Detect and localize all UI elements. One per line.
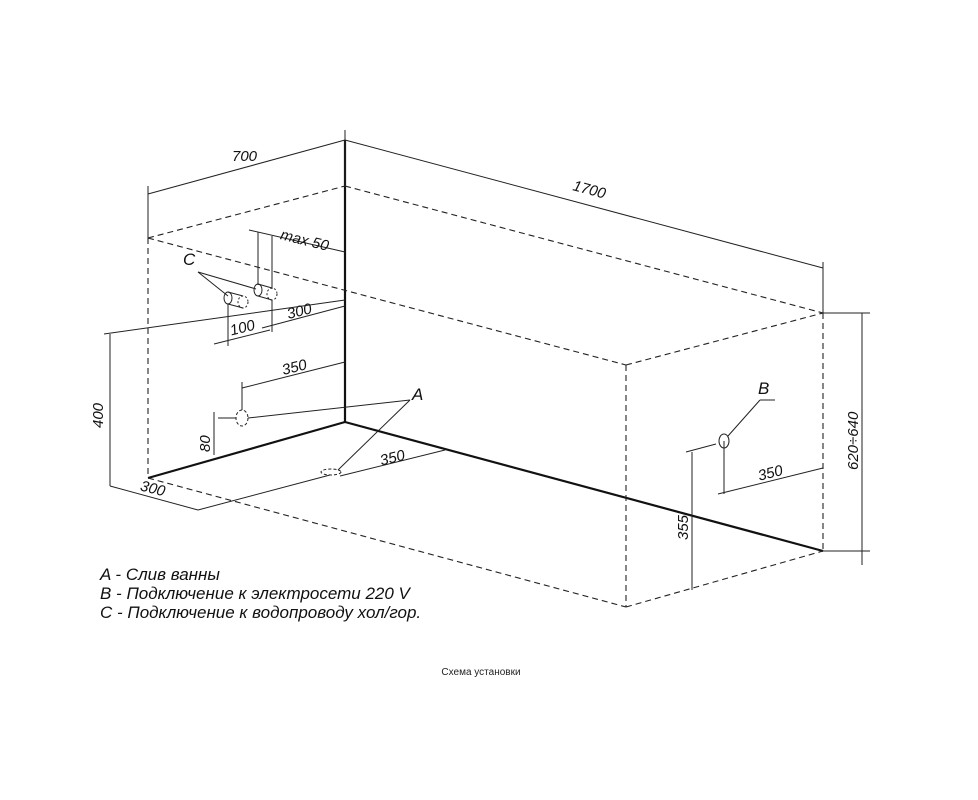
marker-a: A bbox=[411, 385, 423, 404]
dim-drain80-label: 80 bbox=[197, 435, 214, 452]
bathtub-outline bbox=[147, 185, 824, 608]
dim-total-height-label: 620÷640 bbox=[845, 411, 862, 470]
dim-width-label: 700 bbox=[232, 148, 258, 165]
marker-c: C bbox=[183, 250, 196, 269]
floor-drain-icon bbox=[320, 468, 342, 476]
water-pipes: max 50 300 100 C bbox=[183, 226, 346, 346]
dim-socket355-label: 355 bbox=[675, 514, 692, 540]
dim-socket350-label: 350 bbox=[756, 462, 785, 485]
legend-item-a: A - Слив ванны bbox=[100, 565, 220, 584]
drain: 350 400 80 300 350 A bbox=[90, 299, 446, 511]
dim-pipe300-label: 300 bbox=[285, 300, 314, 323]
top-dimensions: 700 1700 bbox=[147, 130, 824, 313]
legend-item-b: B - Подключение к электросети 220 V bbox=[100, 584, 410, 603]
dim-drain350-label: 350 bbox=[280, 356, 309, 379]
dim-floor300-label: 300 bbox=[139, 478, 168, 501]
pipe-hot-icon bbox=[253, 283, 263, 297]
dim-floor350-label: 350 bbox=[378, 447, 407, 470]
legend-item-c: C - Подключение к водопроводу хол/гор. bbox=[100, 603, 422, 622]
dim-height400-label: 400 bbox=[90, 402, 107, 428]
dim-pipe100-label: 100 bbox=[228, 317, 257, 340]
caption: Схема установки bbox=[441, 667, 521, 678]
marker-b: B bbox=[758, 379, 769, 398]
legend: A - Слив ванны B - Подключение к электро… bbox=[100, 565, 421, 622]
height-dimension: 620÷640 bbox=[823, 312, 870, 565]
dim-max50-label: max 50 bbox=[279, 226, 331, 255]
dim-length-label: 1700 bbox=[571, 177, 608, 202]
drain-outlet-icon bbox=[235, 409, 249, 427]
electric-socket: B 350 355 bbox=[675, 379, 824, 590]
wall-edges bbox=[147, 140, 824, 553]
